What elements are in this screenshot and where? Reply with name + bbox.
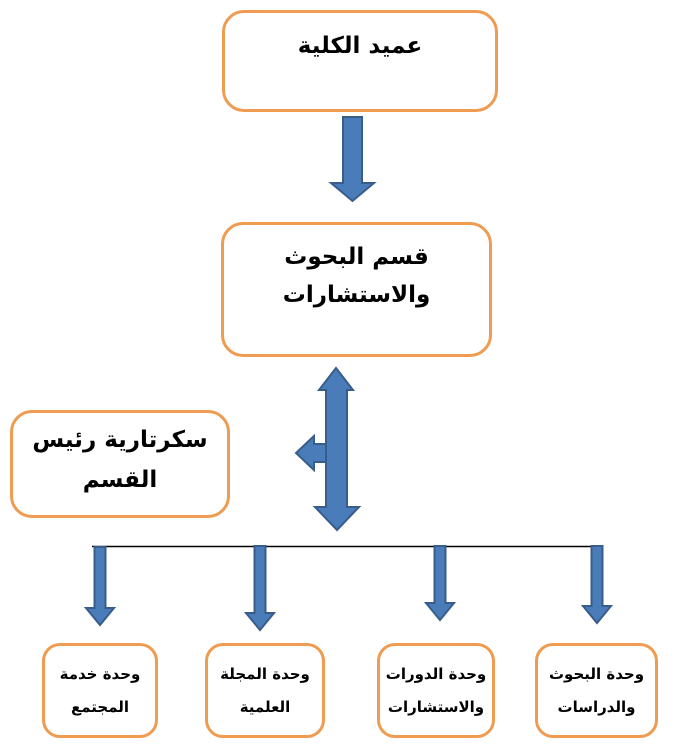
node-research-consultations-dept: قسم البحوث والاستشارات — [221, 222, 492, 357]
node-research-studies-unit: وحدة البحوث والدراسات — [535, 643, 658, 738]
arrow-bus-to-unit-1 — [83, 546, 117, 627]
unit-label-line1: وحدة البحوث — [548, 664, 645, 683]
node-secretary-label-line2: القسم — [82, 467, 158, 493]
unit-label-line2: العلمية — [239, 697, 291, 716]
node-secretary-label-line1: سكرتارية رئيس — [32, 427, 208, 453]
arrow-bus-to-unit-3 — [423, 545, 457, 622]
node-dean-label: عميد الكلية — [297, 33, 423, 59]
node-head-secretary: سكرتارية رئيس القسم — [10, 410, 230, 518]
unit-label-line2: والاستشارات — [387, 697, 485, 716]
unit-label-line2: المجتمع — [70, 697, 130, 716]
arrow-bus-to-unit-2 — [243, 545, 277, 632]
arrow-bus-to-unit-4 — [580, 545, 614, 625]
unit-label-line1: وحدة خدمة — [59, 664, 141, 683]
unit-label-line2: والدراسات — [557, 697, 636, 716]
node-dept-label-line1: قسم البحوث — [284, 244, 429, 270]
node-scientific-journal-unit: وحدة المجلة العلمية — [205, 643, 325, 738]
node-dept-label-line2: والاستشارات — [282, 282, 431, 308]
node-dean: عميد الكلية — [222, 10, 498, 112]
unit-label-line1: وحدة المجلة — [220, 664, 310, 683]
node-courses-consultations-unit: وحدة الدورات والاستشارات — [377, 643, 495, 738]
node-community-service-unit: وحدة خدمة المجتمع — [42, 643, 158, 738]
arrow-dept-to-bus-double — [312, 366, 362, 532]
unit-label-line1: وحدة الدورات — [385, 664, 487, 683]
arrow-dean-to-dept — [328, 116, 377, 203]
